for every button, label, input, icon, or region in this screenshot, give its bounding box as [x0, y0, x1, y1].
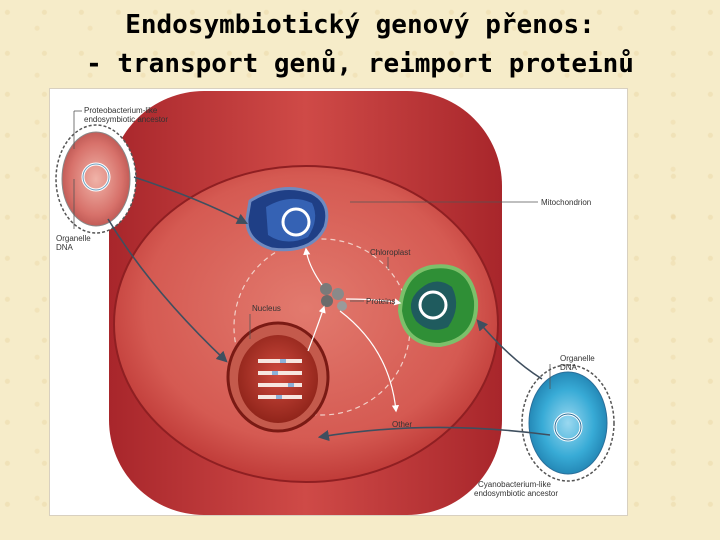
arrow-nucleus-to-proteins	[307, 305, 326, 352]
arrow-proteo-dna-to-nucleus	[107, 218, 228, 363]
label-leader-lines	[73, 110, 551, 389]
protein-cluster	[320, 283, 347, 311]
slide-title-line-1: Endosymbiotický genový přenos:	[125, 10, 595, 40]
chloroplast	[397, 264, 479, 348]
arrow-cyano-to-chloroplast	[476, 319, 543, 380]
label-organelle-dna-right-1: Organelle	[560, 354, 595, 363]
label-other: Other	[392, 420, 412, 429]
label-proteins: Proteins	[366, 297, 395, 306]
label-organelle-dna-right-2: DNA	[560, 363, 578, 372]
arrow-to-other	[339, 310, 400, 413]
cyanobacterium-ancestor	[521, 364, 615, 482]
proteobacterium-ancestor	[55, 124, 137, 234]
label-organelle-dna-left-2: DNA	[56, 243, 74, 252]
label-chloroplast: Chloroplast	[370, 248, 411, 257]
cytoplasm	[113, 165, 499, 483]
arrow-to-mitochondrion	[303, 247, 323, 286]
label-cyano-ancestor-1: Cyanobacterium-like	[478, 480, 551, 489]
mitochondrion-dna	[281, 207, 311, 237]
label-proteo-ancestor-1: Proteobacterium-like	[84, 106, 158, 115]
chloroplast-dna	[418, 290, 448, 320]
endosymbiosis-figure: Proteobacterium-like endosymbiotic ances…	[49, 88, 628, 516]
mitochondrion	[245, 187, 329, 252]
endosymbiosis-diagram: Proteobacterium-like endosymbiotic ances…	[55, 91, 615, 515]
label-cyano-ancestor-2: endosymbiotic ancestor	[474, 489, 558, 498]
slide-title-line-2: - transport genů, reimport proteinů	[86, 49, 634, 79]
arrow-to-chloroplast	[345, 298, 402, 306]
label-proteo-ancestor-2: endosymbiotic ancestor	[84, 115, 168, 124]
arrow-proteo-to-mitochondrion	[133, 176, 248, 225]
label-nucleus: Nucleus	[252, 304, 281, 313]
label-organelle-dna-left-1: Organelle	[56, 234, 91, 243]
label-mitochondrion: Mitochondrion	[541, 198, 591, 207]
nucleus	[226, 321, 330, 433]
nuclear-chromosomes	[258, 359, 302, 399]
arrow-cyano-dna-to-nucleus	[317, 426, 551, 442]
